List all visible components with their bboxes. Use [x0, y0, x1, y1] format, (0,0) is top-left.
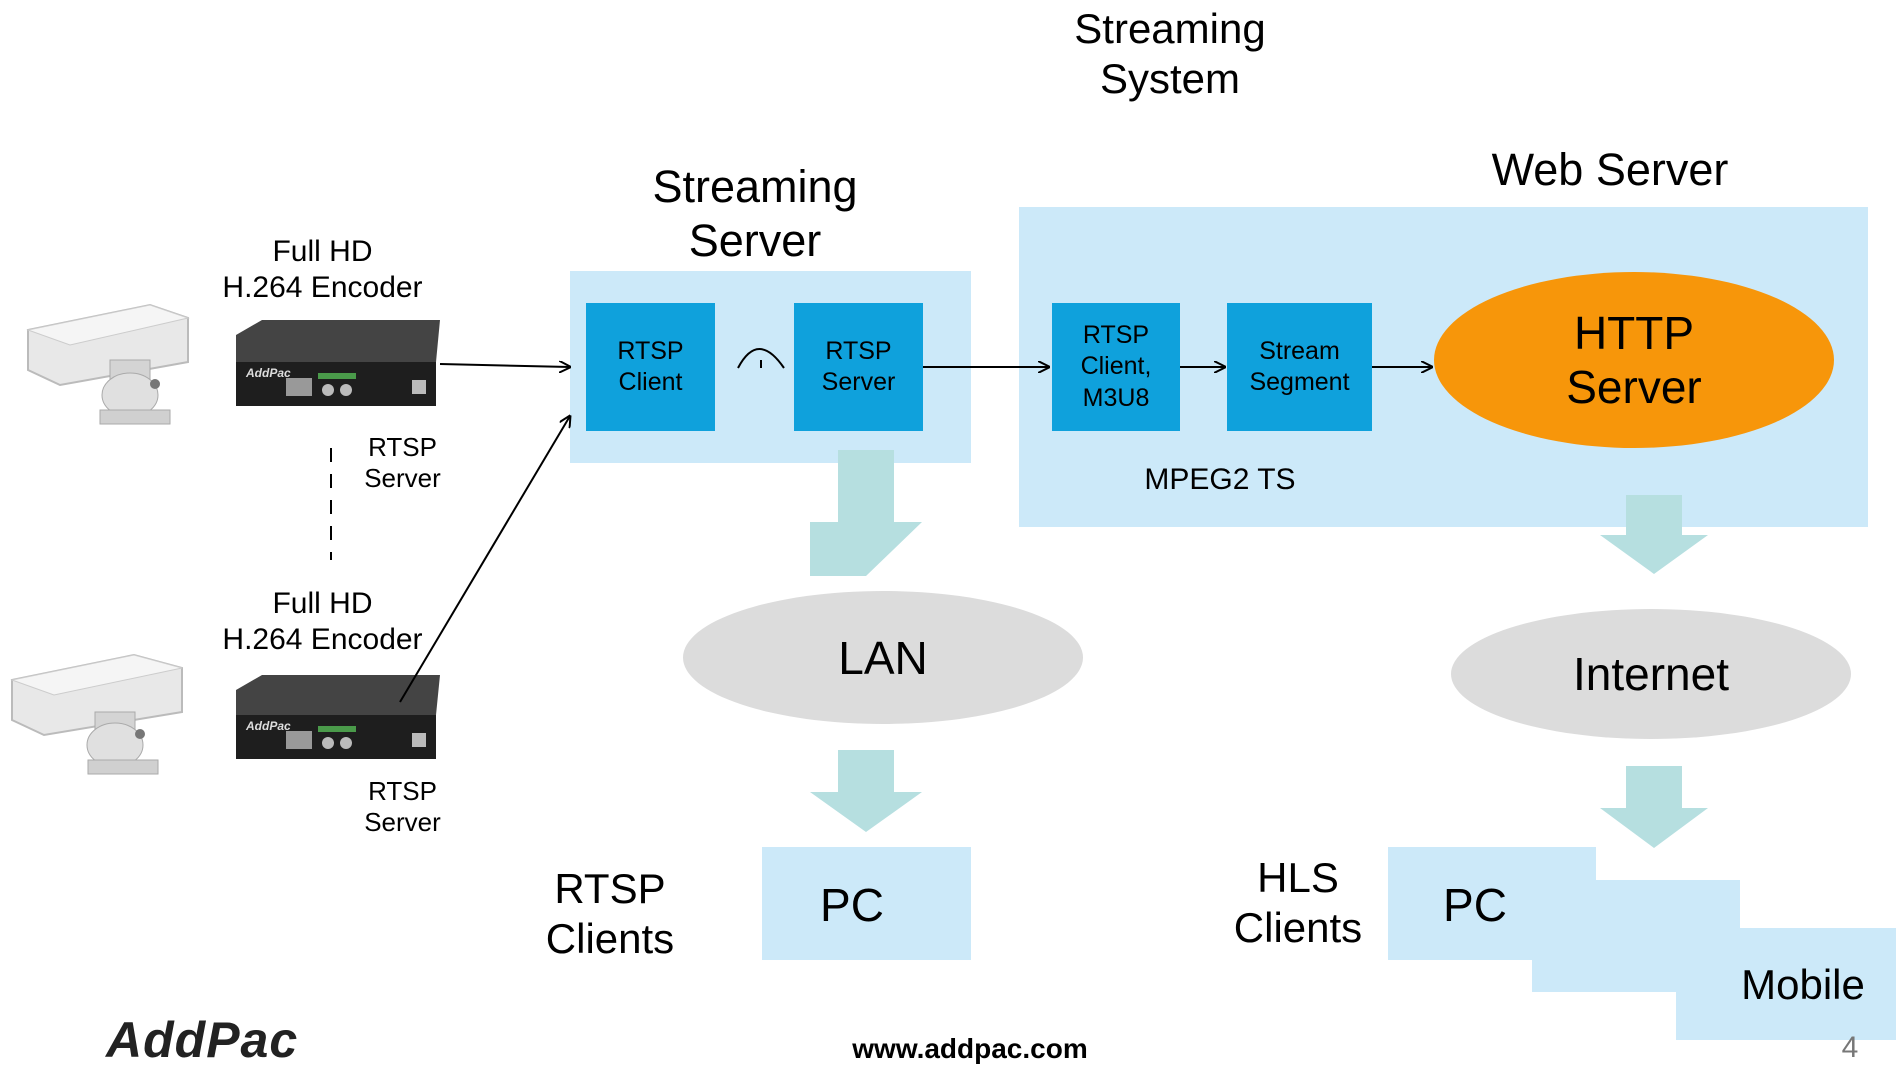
rtsp-pc-box	[762, 847, 971, 960]
hls-clients-line-1: HLS	[1257, 854, 1339, 901]
encoder-1-label: Full HD H.264 Encoder	[200, 234, 445, 306]
encoder-1-arrow	[439, 364, 570, 367]
http-server-line-2: Server	[1566, 361, 1702, 413]
encoder-2-label: Full HD H.264 Encoder	[200, 586, 445, 658]
http-server-line-1: HTTP	[1573, 307, 1695, 359]
m3u8-line-1: RTSP	[1082, 321, 1150, 350]
camera-1-icon	[26, 303, 190, 425]
title-line-2: System	[1099, 55, 1241, 103]
camera-2-icon	[10, 653, 183, 775]
server-to-lan-arrow	[810, 450, 922, 576]
rtsp-clients-label: RTSP Clients	[530, 864, 690, 965]
encoder-1-brand: AddPac	[245, 366, 291, 380]
encoder-2-arrow	[399, 416, 570, 703]
rtsp-server-line-1: RTSP	[825, 336, 892, 365]
web-to-internet-arrow	[1600, 495, 1708, 574]
encoder-1-server-line-1: RTSP	[368, 432, 437, 462]
streaming-server-title-line-2: Server	[688, 215, 822, 266]
hls-clients-line-2: Clients	[1233, 904, 1363, 952]
stream-segment-line-2: Segment	[1249, 368, 1350, 396]
encoder-2-server-line-2: Server	[364, 807, 441, 838]
hls-pc-label: PC	[1443, 879, 1507, 931]
streaming-server-title-line-1: Streaming	[652, 161, 858, 212]
m3u8-line-3: M3U8	[1082, 383, 1150, 412]
encoder-2-line-1: Full HD	[272, 587, 373, 620]
internet-to-clients-arrow	[1600, 766, 1708, 848]
streaming-server-title: Streaming Server	[620, 160, 890, 268]
rtsp-client-box: RTSP Client	[586, 303, 715, 431]
page-number: 4	[1841, 1031, 1859, 1064]
rtsp-client-line-2: Client	[618, 368, 683, 396]
rtsp-clients-line-2: Clients	[545, 915, 675, 963]
hls-mobile-label: Mobile	[1741, 961, 1865, 1008]
rtsp-clients-line-1: RTSP	[554, 865, 666, 912]
rtsp-server-box: RTSP Server	[794, 303, 923, 431]
encoder-1-server-line-2: Server	[364, 463, 441, 494]
m3u8-line-2: Client,	[1080, 352, 1152, 381]
encoder-2-rtsp-server-label: RTSP Server	[350, 776, 455, 838]
lan-oval: LAN	[683, 591, 1083, 724]
footer-url: www.addpac.com	[852, 1033, 1088, 1064]
mpeg2-ts-label: MPEG2 TS	[1144, 463, 1296, 496]
encoder-1-line-2: H.264 Encoder	[222, 271, 423, 304]
encoder-1-line-1: Full HD	[272, 235, 373, 268]
hls-pc-box	[1388, 847, 1596, 960]
encoder-2-device: AddPac	[236, 675, 440, 759]
rtsp-pc-label: PC	[820, 879, 884, 931]
lan-to-pc-arrow	[810, 750, 922, 832]
web-server-title: Web Server	[1491, 144, 1729, 195]
diagram-title: Streaming System	[1040, 4, 1300, 105]
encoder-2-server-line-1: RTSP	[368, 776, 437, 806]
encoder-2-brand: AddPac	[245, 719, 291, 733]
hls-clients-label: HLS Clients	[1218, 853, 1378, 954]
encoder-1-device: AddPac	[236, 320, 440, 406]
rtsp-client-line-1: RTSP	[617, 336, 684, 365]
encoder-1-rtsp-server-label: RTSP Server	[350, 432, 455, 494]
encoder-2-line-2: H.264 Encoder	[222, 623, 423, 656]
addpac-logo: AddPac	[106, 1012, 299, 1068]
internet-oval: Internet	[1451, 609, 1851, 739]
rtsp-server-line-2: Server	[821, 368, 896, 396]
relay-symbol-icon	[737, 348, 785, 369]
stream-segment-line-1: Stream	[1259, 336, 1340, 365]
title-line-1: Streaming	[1074, 5, 1266, 52]
